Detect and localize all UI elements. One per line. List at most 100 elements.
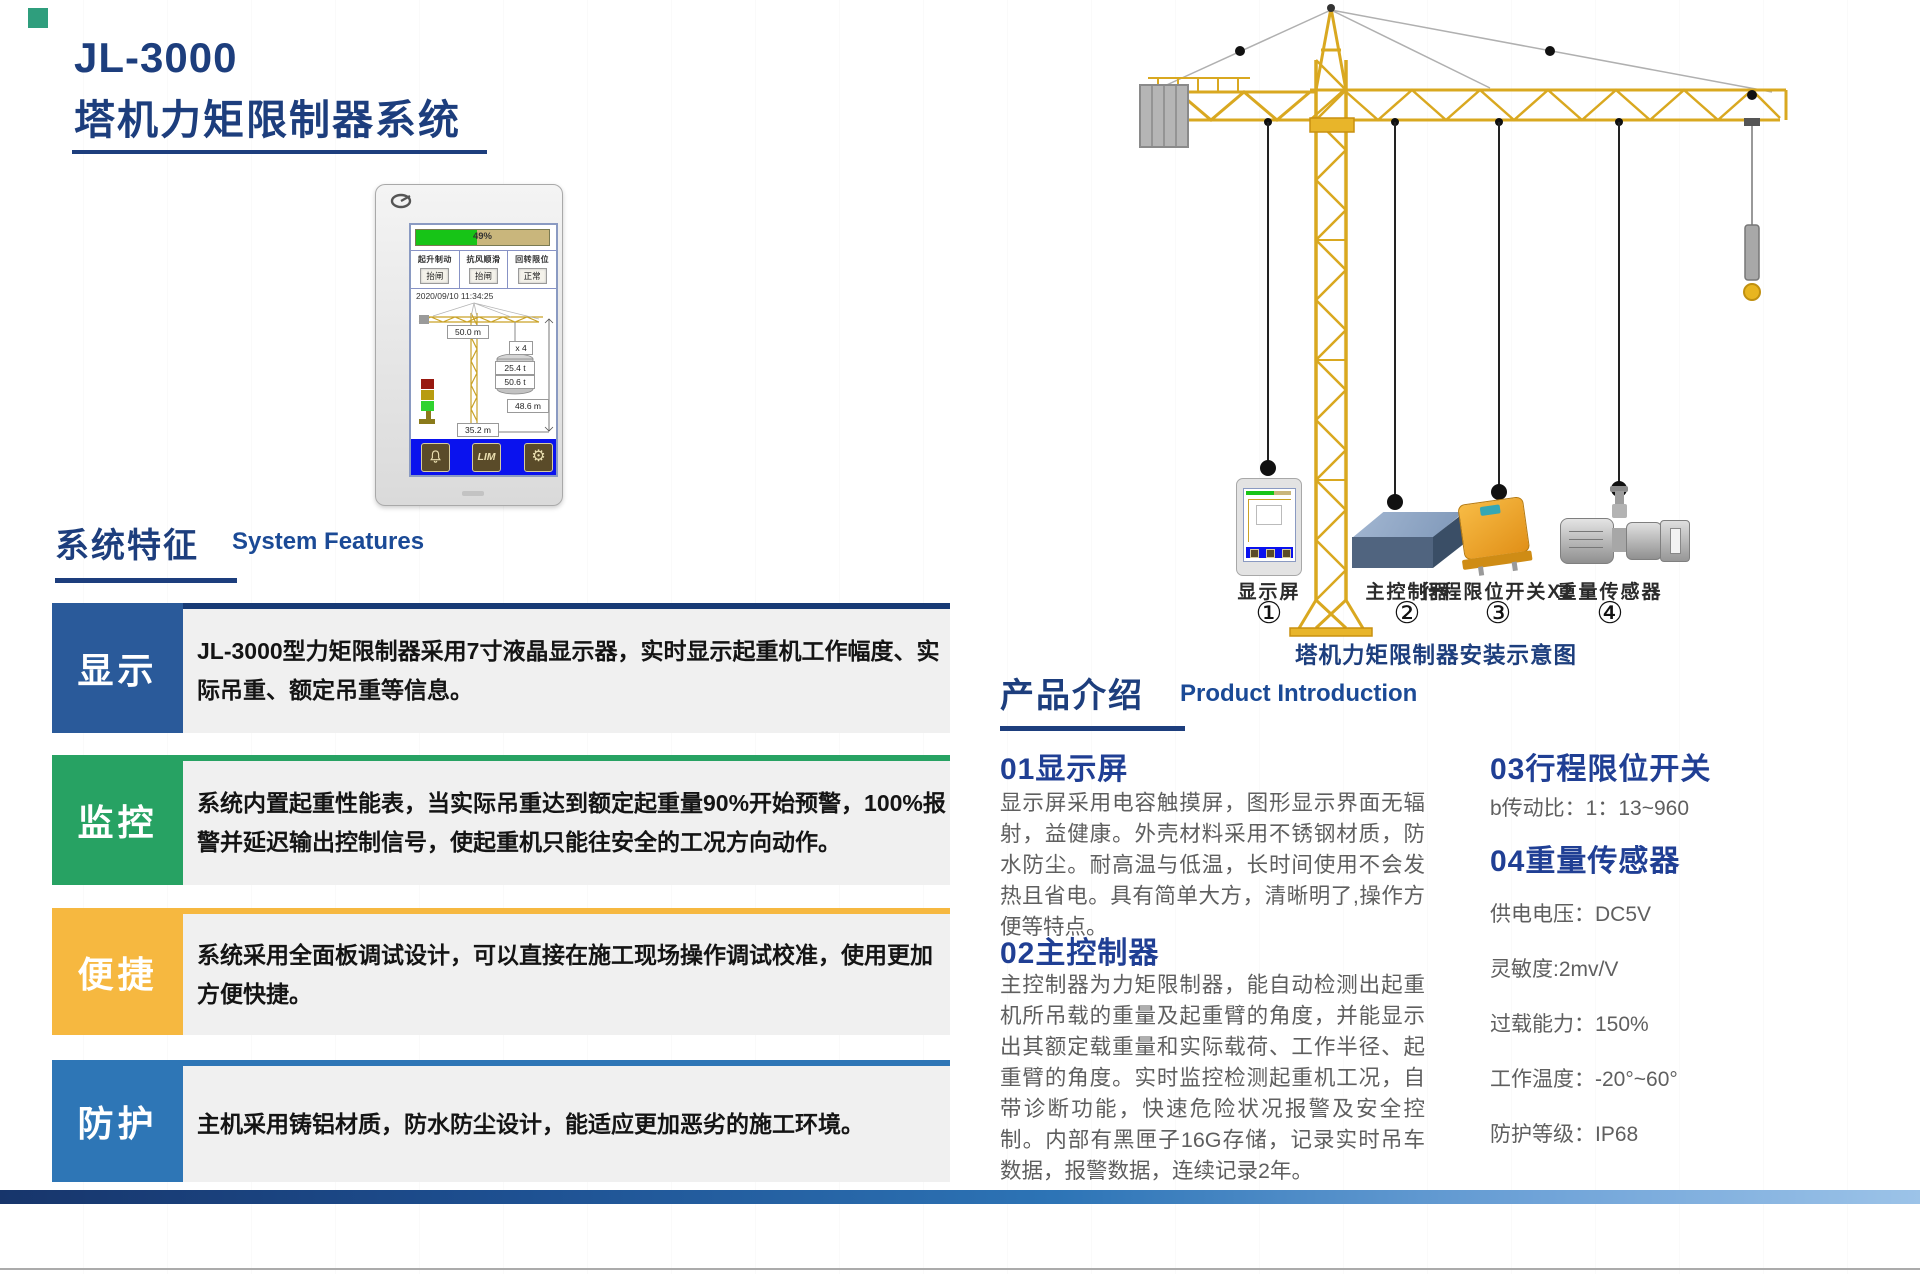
component-number-2: ② [1393,597,1421,630]
component-display-unit [1236,478,1302,576]
device-brand-text [462,491,484,496]
component-number-4: ④ [1596,597,1624,630]
feature-text: 主机采用铸铝材质，防水防尘设计，能适应更加恶劣的施工环境。 [197,1110,864,1137]
settings-gear-button: ⚙ [524,443,553,472]
component-weight-sensor [1560,486,1692,572]
status-button: 正常 [517,268,547,284]
status-cell: 抗风顺滑 抬闸 [460,251,509,288]
corner-accent [28,8,48,28]
sensor-marking [1569,531,1603,532]
light-red [421,379,434,389]
progress-label: 49% [472,231,492,242]
feature-text-protection: 主机采用铸铝材质，防水防尘设计，能适应更加恶劣的施工环境。 [183,1060,950,1182]
screen-nav-bar: LIM ⚙ [411,439,556,475]
dim-rope-falls: x 4 [509,341,533,355]
component-controller-front [1352,537,1433,568]
spec-overload: 过载能力：150% [1490,1013,1649,1036]
mini-screen [1243,488,1296,562]
light-base [419,419,435,424]
feature-tag-display: 显示 [52,603,183,733]
component-label-controller: 主控制器 [1365,582,1450,603]
sensor-rod-cap [1610,486,1628,492]
mini-progress [1246,491,1274,495]
mini-dim-box [1256,505,1282,525]
intro-section-title-en: Product Introduction [1180,680,1418,707]
feature-text: JL-3000型力矩限制器采用7寸液晶显示器，实时显示起重机工作幅度、实际吊重、… [197,638,940,703]
features-underline [55,578,237,583]
dim-load-actual: 25.4 t [495,361,535,375]
mini-btn [1250,549,1259,558]
status-button: 抬闸 [469,268,499,284]
device-screen: 49% 起升制动 抬闸 抗风顺滑 抬闸 回转限位 正常 2020/09/10 1… [409,223,558,477]
intro-heading-03: 03行程限位开关 [1490,753,1712,786]
component-label-sensor: 重量传感器 [1557,582,1663,603]
lim-button: LIM [472,443,501,472]
sensor-cylinder [1626,522,1662,560]
mini-nav-bar [1246,547,1293,558]
dim-load-rated: 50.6 t [495,375,535,389]
page-bottom-border [0,1268,1920,1270]
title-underline [72,150,487,154]
intro-body-01: 显示屏采用电容触摸屏，图形显示界面无辐射，益健康。外壳材料采用不锈钢材质，防水防… [1000,791,1425,939]
feature-text-convenient: 系统采用全面板调试设计，可以直接在施工现场操作调试校准，使用更加方便快捷。 [183,908,950,1035]
sensor-marking [1569,547,1603,548]
status-button: 抬闸 [420,268,450,284]
brand-logo-icon [390,193,412,209]
feature-text-display: JL-3000型力矩限制器采用7寸液晶显示器，实时显示起重机工作幅度、实际吊重、… [183,603,950,733]
component-label-switch: 行程限位开关X2 [1421,582,1575,603]
intro-heading-02: 02主控制器 [1000,937,1160,970]
light-yellow [421,390,434,400]
intro-underline [1000,726,1185,731]
status-cell: 回转限位 正常 [508,251,556,288]
bell-icon [430,450,441,463]
spec-temperature: 工作温度：-20°~60° [1490,1068,1678,1091]
feature-label: 便捷 [77,953,158,995]
feature-label: 防护 [77,1103,158,1144]
light-stem [425,411,431,419]
progress-fill [416,230,478,245]
sensor-neck [1612,528,1626,552]
dim-radius: 35.2 m [457,423,499,437]
spec-ip-rating: 防护等级：IP68 [1490,1123,1639,1146]
component-label-display: 显示屏 [1237,582,1301,603]
dim-height: 48.6 m [507,399,549,413]
alarm-tower-light [419,379,435,424]
component-number-1: ① [1255,597,1283,630]
feature-text: 系统采用全面板调试设计，可以直接在施工现场操作调试校准，使用更加方便快捷。 [197,941,933,1007]
mini-crane-sketch [1248,499,1291,542]
diagram-caption: 塔机力矩限制器安装示意图 [1295,643,1578,668]
status-header: 回转限位 [515,255,550,264]
sensor-rod [1615,491,1624,515]
intro-body-02: 主控制器为力矩限制器，能自动检测出起重机所吊载的重量及起重臂的角度，并能显示出其… [1000,973,1425,1183]
page-title: JL-3000 [74,34,238,81]
dim-jib-length: 50.0 m [447,325,489,339]
feature-label: 监控 [77,802,158,843]
features-section-title-en: System Features [232,528,425,555]
feature-text: 系统内置起重性能表，当实际吊重达到额定起重量90%开始预警，100%报警并延迟输… [197,790,946,855]
component-number-3: ③ [1484,597,1512,630]
moment-progress-bar: 49% [415,229,550,246]
switch-leg [1511,561,1518,572]
feature-label: 显示 [77,650,158,691]
status-row: 起升制动 抬闸 抗风顺滑 抬闸 回转限位 正常 [411,250,556,289]
sensor-rod-joint [1612,504,1627,518]
status-header: 抗风顺滑 [466,255,501,264]
feature-tag-monitor: 监控 [52,755,183,885]
sensor-slot [1670,528,1681,554]
light-green [421,401,434,411]
spec-supply-voltage: 供电电压：DC5V [1490,903,1652,926]
page-subtitle: 塔机力矩限制器系统 [74,97,461,143]
sensor-body [1560,518,1614,564]
mini-btn [1282,549,1291,558]
feature-tag-convenient: 便捷 [52,908,183,1035]
features-section-title: 系统特征 [55,527,199,565]
intro-heading-04: 04重量传感器 [1490,845,1681,878]
tower-crane-illustration [1139,4,1788,637]
bottom-accent-strip [0,1190,1920,1204]
intro-section-title: 产品介绍 [1000,677,1144,715]
component-limit-switch [1457,495,1537,578]
status-cell: 起升制动 抬闸 [411,251,460,288]
mini-progress-rest [1274,491,1291,495]
screen-datetime: 2020/09/10 11:34:25 [416,291,494,301]
